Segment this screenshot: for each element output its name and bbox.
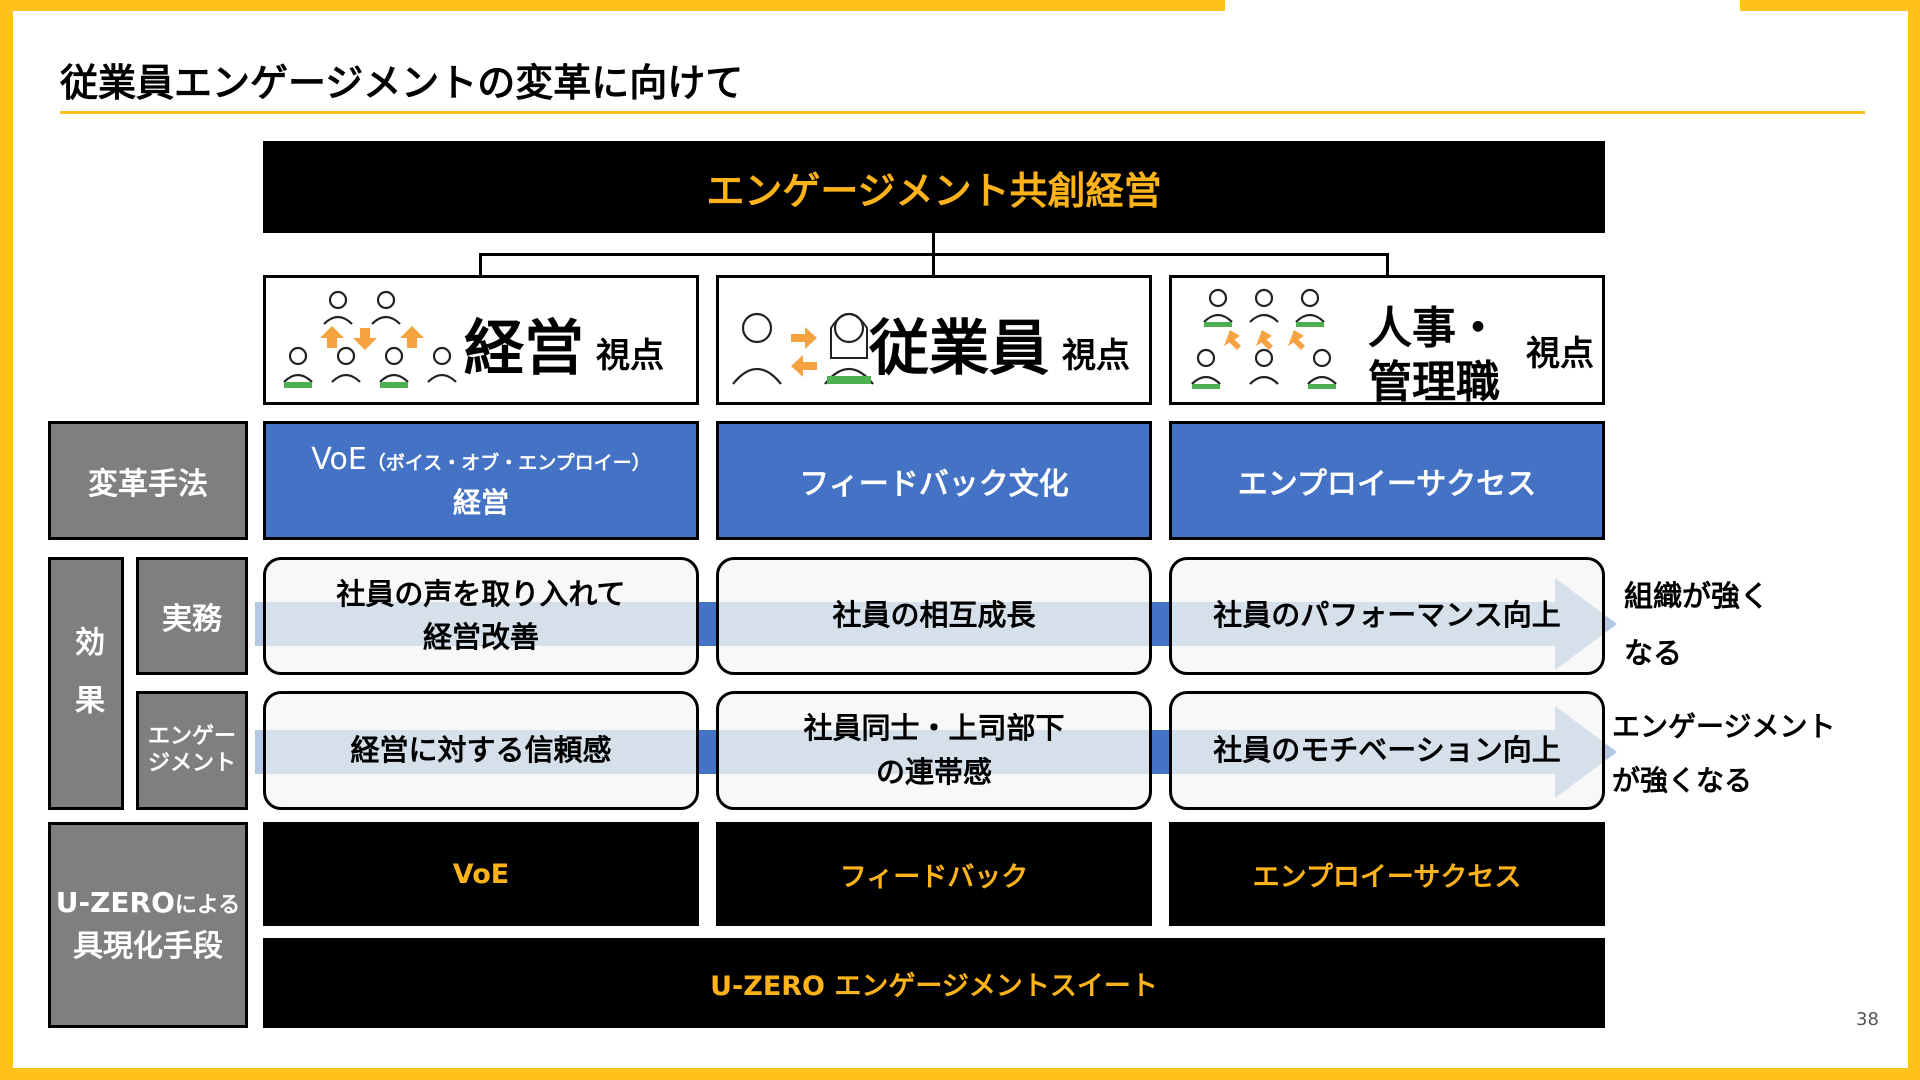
practice-outcome-line2: なる [1624,625,1769,682]
row-label-means: U-ZEROによる 具現化手段 [48,822,248,1028]
row-label-means-small: による [175,893,240,918]
connector-stem [932,233,935,255]
engagement-outcome-line1: エンゲージメント [1612,700,1835,754]
perspective-employee: 従業員 視点 [716,275,1152,405]
means-employee-success: エンプロイーサクセス [1169,822,1605,926]
connector-right [1386,253,1389,276]
row-label-means-line1: U-ZEROによる [56,882,241,924]
engagement-arrow-joint-2 [1152,730,1169,774]
perspective-hr-suffix: 視点 [1526,326,1594,375]
title-underline [60,111,1865,114]
row-label-means-uzero: U-ZERO [56,886,175,919]
frame-left-bar [0,0,13,1080]
engagement-outcome: エンゲージメント が強くなる [1612,700,1835,808]
practice-arrow-joint-1 [699,602,716,646]
top-banner: エンゲージメント共創経営 [263,141,1605,233]
perspective-employee-suffix: 視点 [1062,328,1130,377]
engagement-effect-employee-line2: の連帯感 [876,751,992,795]
method-voe: VoE（ボイス・オブ・エンプロイー） 経営 [263,421,699,540]
frame-top-right-bar [1740,0,1920,11]
page-title: 従業員エンゲージメントの変革に向けて [60,52,743,107]
perspective-management: 経営 視点 [263,275,699,405]
perspective-hr-title-line2: 管理職 [1368,346,1500,410]
method-voe-main: VoE [311,442,367,477]
practice-effect-management: 社員の声を取り入れて 経営改善 [263,557,699,675]
suite-banner: U-ZERO エンゲージメントスイート [263,938,1605,1028]
method-employee-success: エンプロイーサクセス [1169,421,1605,540]
engagement-effect-management: 経営に対する信頼感 [263,691,699,810]
page-number: 38 [1856,1009,1879,1030]
means-feedback: フィードバック [716,822,1152,926]
perspective-employee-title: 従業員 [869,300,1049,387]
row-label-engagement-line2: ジメント [148,751,236,777]
connector-left [479,253,482,276]
method-voe-line2: 経営 [453,482,509,524]
row-label-method: 変革手法 [48,421,248,540]
connector-center [932,253,935,276]
row-label-means-line2: 具現化手段 [73,924,223,969]
perspective-management-suffix: 視点 [596,328,664,377]
employee-people-icon [727,296,877,396]
row-label-practice: 実務 [136,557,248,675]
practice-outcome: 組織が強く なる [1624,568,1769,682]
method-voe-line1: VoE（ボイス・オブ・エンプロイー） [311,437,650,482]
practice-effect-hr: 社員のパフォーマンス向上 [1169,557,1605,675]
frame-bottom-bar [0,1068,1920,1080]
engagement-effect-employee-line1: 社員同士・上司部下 [803,707,1064,751]
frame-top-left-bar [0,0,1225,11]
row-label-effect: 効果 [48,557,124,810]
engagement-outcome-line2: が強くなる [1612,754,1835,808]
practice-effect-management-line2: 経営改善 [423,616,539,660]
practice-outcome-line1: 組織が強く [1624,568,1769,625]
method-voe-small: （ボイス・オブ・エンプロイー） [367,452,651,474]
row-label-engagement: エンゲー ジメント [136,691,248,810]
engagement-arrow-joint-1 [699,730,716,774]
management-people-icon [280,286,460,400]
row-label-engagement-line1: エンゲー [148,724,236,750]
method-feedback-culture: フィードバック文化 [716,421,1152,540]
practice-effect-management-line1: 社員の声を取り入れて [336,573,625,617]
frame-right-bar [1908,0,1920,1080]
means-voe: VoE [263,822,699,926]
row-label-effect-text: 効果 [51,560,121,807]
engagement-effect-employee: 社員同士・上司部下 の連帯感 [716,691,1152,810]
hr-people-icon [1184,284,1344,400]
practice-arrow-joint-2 [1152,602,1169,646]
engagement-effect-hr: 社員のモチベーション向上 [1169,691,1605,810]
perspective-hr: 人事・ 管理職 視点 [1169,275,1605,405]
practice-effect-employee: 社員の相互成長 [716,557,1152,675]
perspective-management-title: 経営 [464,300,584,387]
